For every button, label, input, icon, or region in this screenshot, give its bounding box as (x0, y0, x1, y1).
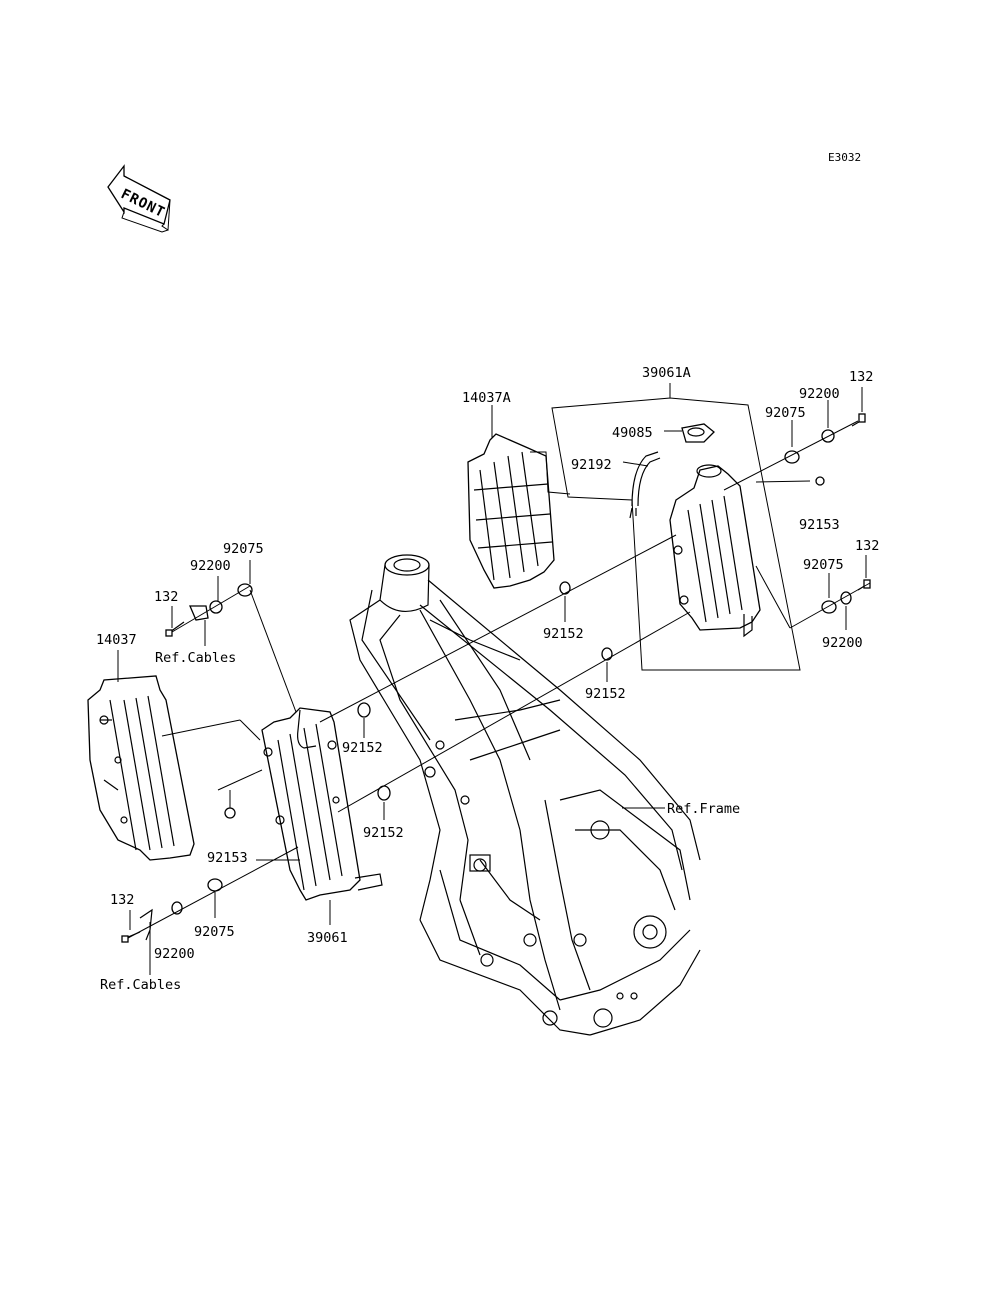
label-132-left: 132 (154, 589, 178, 605)
label-92152-b: 92152 (585, 686, 626, 702)
label-92200-right: 92200 (822, 635, 863, 651)
label-92153-right: 92153 (799, 517, 840, 533)
label-92152-d: 92152 (363, 825, 404, 841)
leader-lines (117, 383, 871, 975)
label-14037A: 14037A (462, 390, 511, 406)
label-14037: 14037 (96, 632, 137, 648)
label-ref-cables-top: Ref.Cables (155, 650, 236, 666)
label-92075-top-right: 92075 (765, 405, 806, 421)
diagram-code: E3032 (828, 151, 861, 164)
label-92200-bottom-left: 92200 (154, 946, 195, 962)
label-92153-left: 92153 (207, 850, 248, 866)
radiator-left (261, 707, 383, 901)
label-92192: 92192 (571, 457, 612, 473)
label-92152-c: 92152 (342, 740, 383, 756)
label-132-top-right: 132 (849, 369, 873, 385)
label-92200-top-right: 92200 (799, 386, 840, 402)
label-92075-left: 92075 (223, 541, 264, 557)
label-132-right: 132 (855, 538, 879, 554)
motorcycle-frame (349, 554, 701, 1036)
label-92075-right: 92075 (803, 557, 844, 573)
label-92075-bottom-left: 92075 (194, 924, 235, 940)
radiator-cap (681, 423, 715, 443)
label-132-bottom-left: 132 (110, 892, 134, 908)
label-ref-frame: Ref.Frame (667, 801, 740, 817)
radiator-shroud-left (87, 675, 195, 861)
part-labels: 39061A 14037A 49085 92192 92200 132 9207… (96, 365, 879, 993)
front-arrow-icon: FRONT (107, 164, 171, 233)
label-39061: 39061 (307, 930, 348, 946)
label-92152-a: 92152 (543, 626, 584, 642)
label-39061A: 39061A (642, 365, 691, 381)
label-ref-cables-bottom: Ref.Cables (100, 977, 181, 993)
radiator-right (669, 464, 761, 638)
radiator-shroud-right (467, 433, 555, 589)
label-92200-left: 92200 (190, 558, 231, 574)
label-49085: 49085 (612, 425, 653, 441)
overflow-hose (631, 451, 659, 507)
